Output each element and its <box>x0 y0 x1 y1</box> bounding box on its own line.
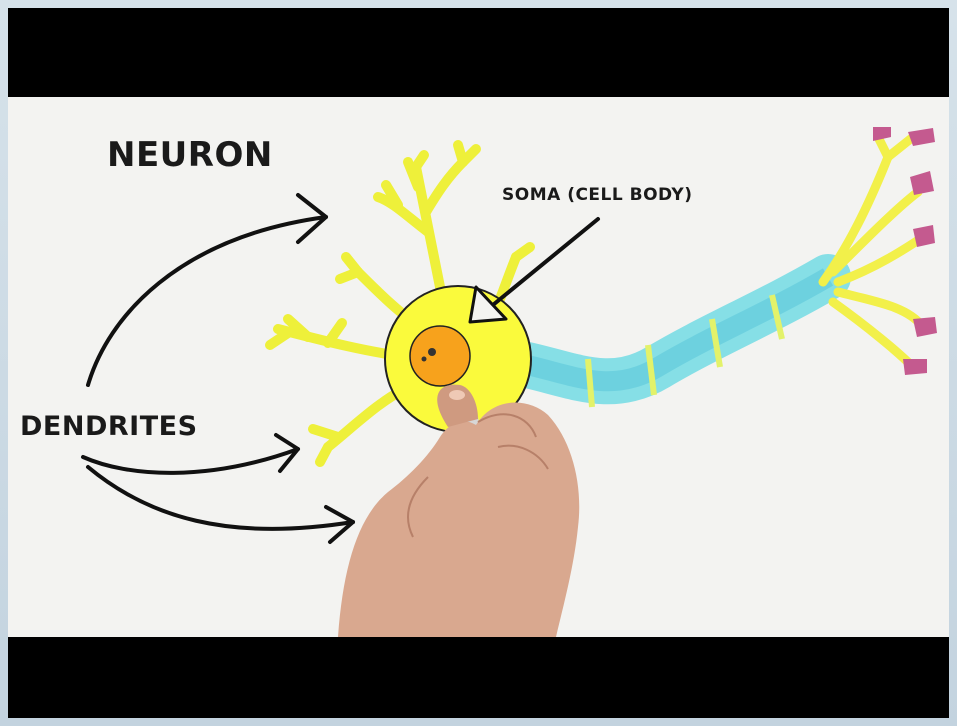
video-frame: NEURON SOMA (CELL BODY) DENDRITES <box>8 97 949 637</box>
video-player[interactable]: NEURON SOMA (CELL BODY) DENDRITES <box>8 8 949 718</box>
soma-label: SOMA (CELL BODY) <box>502 185 693 205</box>
neuron-title: NEURON <box>107 135 273 175</box>
dendrites-label: DENDRITES <box>20 411 198 442</box>
neuron-illustration <box>8 97 949 637</box>
